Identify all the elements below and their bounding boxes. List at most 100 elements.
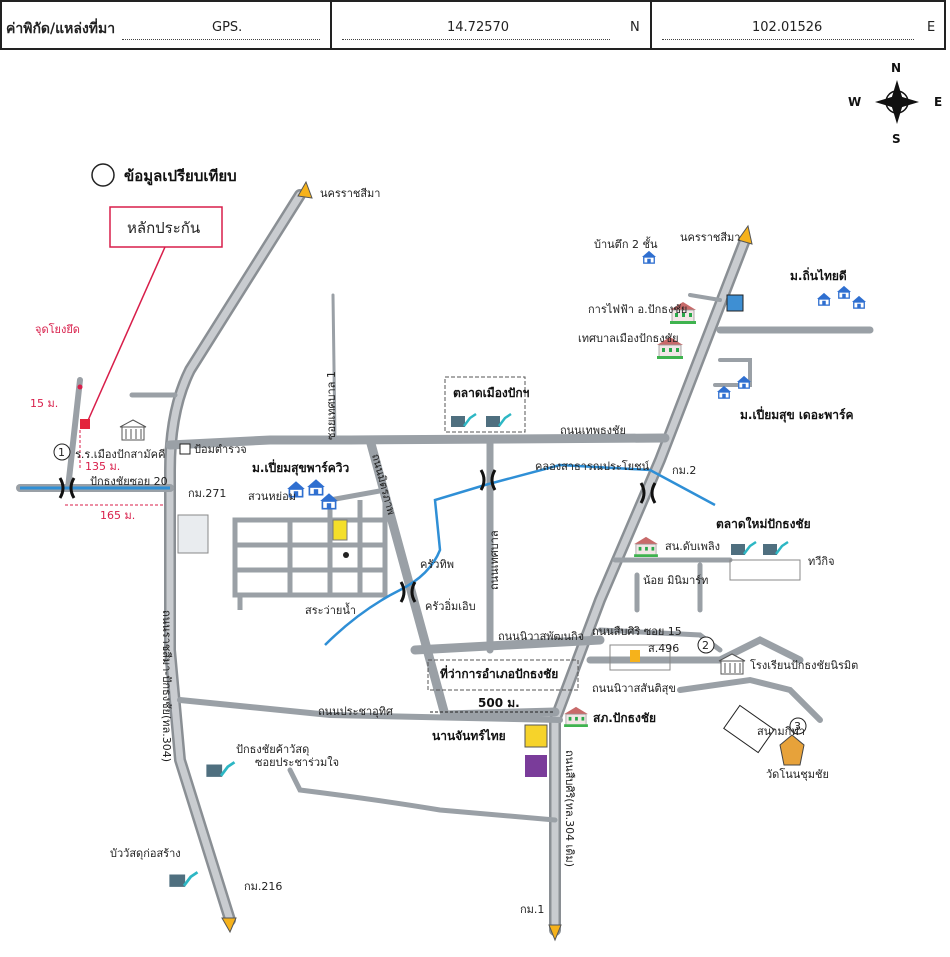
label-soi-tesaban1: ซอยเทศบาล 1 [325,371,338,440]
longitude-value: 102.01526 [752,20,823,35]
legend-comparison: ข้อมูลเปรียบเทียบ [124,167,237,186]
label-km271: กม.271 [188,487,226,500]
label-highway304b: ถนนสืบศิริ(ทล.304 เดิม) [563,750,576,867]
market-icon [762,540,790,556]
marker-1: 1 [58,446,65,459]
label-reference: จุดโยงยึด [35,322,80,336]
label-pracha: ถนนประชาอุทิศ [318,705,393,718]
label-new-market: ตลาดใหม่ปักธงชัย [716,516,811,531]
marker-2: 2 [702,639,709,652]
house-icon [306,478,326,496]
label-piyamsuk: ม.เปี่ยมสุขพาร์ควิว [252,459,350,476]
hospital-icon [524,724,548,748]
house-icon [716,385,732,399]
house-icon [836,285,852,299]
label-korat-top: นครราชสีมา [320,187,380,200]
bank-icon [525,755,547,777]
checkpoint-icon [179,443,191,455]
label-a496: ส.496 [648,642,679,655]
label-stadium: สนามกีฬา [757,725,805,738]
label-krua-im: ครัวอิ่มเอิบ [425,598,476,613]
arrow-south-icon [221,917,237,934]
label-dist-135: 135 ม. [85,460,120,473]
label-soi20: ปักธงชัยซอย 20 [90,475,168,488]
compass-south: S [892,132,901,146]
market-icon [450,412,478,428]
label-noi-mart: น้อย มินิมาร์ท [643,574,708,587]
label-tesaban-market: ตลาดเมืองปักฯ [453,386,530,400]
label-mittraphap: ถนนมิตรภาพ [369,452,398,516]
temple-icon [779,734,805,766]
label-thep-road: ถนนเทพธงชัย [560,424,626,437]
coord-source: GPS. [212,20,243,35]
longitude-dir: E [927,20,936,35]
label-amphoe: ที่ว่าการอำเภอปักธงชัย [440,665,558,681]
label-soi15: ถนนสืบศิริ ซอย 15 [592,625,682,638]
label-construction: บัววัสดุก่อสร้าง [110,847,181,860]
map-labels: นครราชสีมา นครราชสีมา ร.ร.เมืองปักสามัคค… [30,187,858,916]
comparison-circle-icon [91,163,115,187]
label-dist-165: 165 ม. [100,509,135,522]
house-icon [641,250,657,264]
label-nawan: นานจันทร์ไทย [432,728,506,743]
legend-collateral: หลักประกัน [127,219,200,237]
coord-label: ค่าพิกัด/แหล่งที่มา [6,21,116,37]
landmark-icon [726,294,744,312]
compass-west: W [848,95,861,109]
label-km216: กม.216 [244,880,282,893]
coordinates-header: ค่าพิกัด/แหล่งที่มา GPS. 14.72570 N 102.… [0,0,946,50]
label-pool: สระว่ายน้ำ [305,602,356,617]
label-fire: สน.ดับเพลิง [665,540,720,553]
label-electric: การไฟฟ้า อ.ปักธงชัย [588,303,687,316]
label-school2: โรงเรียนปักธงชัยนิรมิต [750,658,858,672]
label-dist-15: 15 ม. [30,397,58,410]
label-house2: บ้านตึก 2 ชั้น [594,236,658,251]
header-longitude-cell: 102.01526 E [652,2,944,48]
marker-3: 3 [794,720,801,733]
house-icon [816,292,832,306]
label-checkpoint: ป้อมตำรวจ [194,443,247,456]
house-icon [319,492,339,510]
label-suan: สวนหย่อม [248,490,296,503]
compass-east: E [934,95,942,109]
label-highway304: ถนนราชสีมา-ปักธงชัย(ทล.304) [160,610,173,762]
label-police: สภ.ปักธงชัย [593,711,656,725]
construction-shop-icon [168,870,199,888]
label-temple: วัดโนนชุมชัย [766,767,829,781]
label-material: ปักธงชัยค้าวัสดุ [236,743,309,756]
label-canal: คลองสาธารณประโยชน์ [535,459,650,473]
market-building [729,559,801,581]
label-piyam-park: ม.เปี่ยมสุข เดอะพาร์ค [740,406,854,423]
label-thin-thai: ม.ถิ่นไทยดี [790,267,847,283]
label-kasikorn: ถนนนิวาสพัฒนกิจ [498,630,584,643]
latitude-value: 14.72570 [447,20,510,35]
house-icon [851,295,867,309]
latitude-dir: N [630,20,640,35]
market-icon [730,540,758,556]
arrow-south-icon [548,924,562,942]
arrow-north-icon [297,180,313,199]
arrow-north-icon [737,224,753,245]
label-krua-tip: ครัวทิพ [420,558,454,571]
compass-north: N [891,61,901,75]
pool-marker [332,519,348,541]
label-tesaban-road: ถนนเทศบาล [488,530,501,590]
label-twin: ทวีกิจ [808,555,835,568]
material-shop-icon [205,760,236,778]
collateral-marker [80,419,90,429]
label-km2: กม.2 [672,464,696,477]
roads [16,189,874,936]
label-kao-nam: ถนนนิวาสสันติสุข [592,682,676,695]
market-icon [485,412,513,428]
label-school: ร.ร.เมืองปักสามัคคี [75,448,165,461]
label-korat-right: นครราชสีมา [680,231,740,244]
school-icon [119,419,147,441]
header-latitude-cell: 14.72570 N [332,2,652,48]
compass-rose: N S W E [848,61,942,146]
label-tesaban: เทศบาลเมืองปักธงชัย [578,332,679,345]
label-km1: กม.1 [520,903,544,916]
police-station-icon [563,706,589,727]
header-source-cell: ค่าพิกัด/แหล่งที่มา GPS. [2,2,332,48]
label-soi-prachar: ซอยประชาร่วมใจ [255,756,339,769]
